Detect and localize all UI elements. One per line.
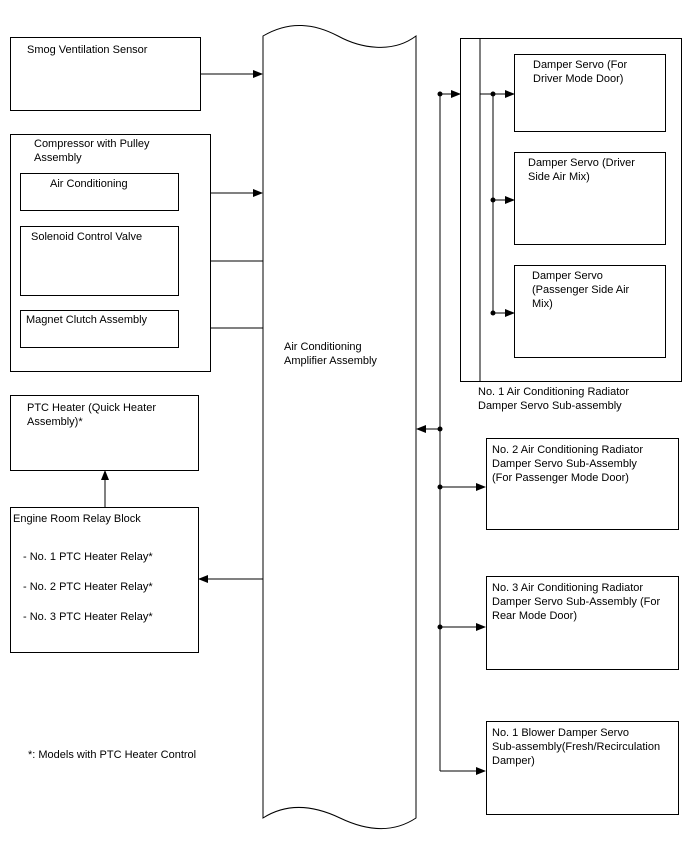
compressor-title: Compressor with Pulley Assembly xyxy=(34,138,150,164)
magnet-clutch-box: Magnet Clutch Assembly xyxy=(20,310,179,348)
footnote: *: Models with PTC Heater Control xyxy=(28,749,197,761)
junction-dot xyxy=(437,484,443,490)
smog-sensor-box: Smog Ventilation Sensor xyxy=(10,37,201,111)
no2-servo-label: No. 2 Air Conditioning Radiator Damper S… xyxy=(492,444,644,484)
air-conditioning-box: Air Conditioning xyxy=(20,173,179,211)
passenger-air-mix-servo-label: Damper Servo (Passenger Side Air Mix) xyxy=(532,270,630,310)
no3-servo-label: No. 3 Air Conditioning Radiator Damper S… xyxy=(492,582,661,622)
smog-sensor-label: Smog Ventilation Sensor xyxy=(27,44,148,56)
no2-servo-box: No. 2 Air Conditioning Radiator Damper S… xyxy=(486,438,679,530)
no1-servo-group-caption: No. 1 Air Conditioning Radiator Damper S… xyxy=(478,386,630,412)
amplifier-label: Air Conditioning Amplifier Assembly xyxy=(284,341,377,367)
relay-item: - No. 3 PTC Heater Relay* xyxy=(23,611,153,623)
junction-dot xyxy=(490,310,496,316)
ptc-heater-box: PTC Heater (Quick Heater Assembly)* xyxy=(10,395,199,471)
driver-mode-servo-label: Damper Servo (For Driver Mode Door) xyxy=(533,59,628,85)
ptc-heater-label: PTC Heater (Quick Heater Assembly)* xyxy=(27,402,156,428)
solenoid-valve-label: Solenoid Control Valve xyxy=(31,231,143,243)
junction-dot xyxy=(437,91,443,97)
relay-block-title: Engine Room Relay Block xyxy=(13,513,141,525)
passenger-air-mix-servo-box: Damper Servo (Passenger Side Air Mix) xyxy=(514,265,666,358)
blower-servo-box: No. 1 Blower Damper Servo Sub-assembly(F… xyxy=(486,721,679,815)
driver-air-mix-servo-box: Damper Servo (Driver Side Air Mix) xyxy=(514,152,666,245)
no3-servo-box: No. 3 Air Conditioning Radiator Damper S… xyxy=(486,576,679,670)
magnet-clutch-label: Magnet Clutch Assembly xyxy=(26,314,148,326)
junction-dot xyxy=(490,197,496,203)
junction-dot xyxy=(437,426,443,432)
solenoid-valve-box: Solenoid Control Valve xyxy=(20,226,179,296)
relay-item: - No. 2 PTC Heater Relay* xyxy=(23,581,153,593)
air-conditioning-label: Air Conditioning xyxy=(50,178,128,190)
junction-dot xyxy=(437,624,443,630)
no1-servo-group-box xyxy=(460,38,682,382)
relay-item: - No. 1 PTC Heater Relay* xyxy=(23,551,153,563)
blower-servo-label: No. 1 Blower Damper Servo Sub-assembly(F… xyxy=(492,727,661,767)
amplifier-shape xyxy=(262,25,417,829)
driver-air-mix-servo-label: Damper Servo (Driver Side Air Mix) xyxy=(528,157,635,183)
junction-dot xyxy=(490,91,496,97)
relay-block-box: Engine Room Relay Block - No. 1 PTC Heat… xyxy=(10,507,199,653)
driver-mode-servo-box: Damper Servo (For Driver Mode Door) xyxy=(514,54,666,132)
